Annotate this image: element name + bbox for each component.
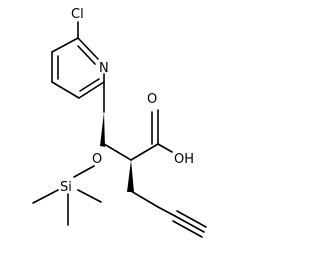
- bond-n-c2: [77, 37, 99, 60]
- chlorine-label: Cl: [71, 7, 84, 22]
- bond-c-oh: [157, 143, 173, 153]
- bond-si-methyl-right: [77, 189, 102, 203]
- carbonyl-oxygen-label: O: [147, 92, 157, 107]
- hydroxyl-label: OH: [174, 152, 194, 167]
- alkyne-triple-2: [176, 210, 207, 228]
- alkyne-triple-1: [174, 215, 205, 233]
- bond-c4-c5: [51, 81, 80, 99]
- chemical-structure: Cl N O OH O Si: [32, 7, 207, 238]
- bond-ch-calpha: [103, 143, 132, 161]
- pyridine-ring: [51, 37, 105, 99]
- bond-c5-c6: [78, 81, 105, 99]
- bond-c5-c6-inner: [79, 78, 100, 92]
- silicon-label: Si: [60, 180, 72, 195]
- bond-c2-c3: [51, 37, 79, 53]
- bond-n-c2-inner: [77, 45, 96, 65]
- bond-o-si: [73, 165, 95, 178]
- bond-ch2-alkyne: [157, 206, 176, 217]
- ether-oxygen-label: O: [92, 152, 102, 167]
- wedge-bond-calpha-ch2: [127, 160, 134, 192]
- alkyne-triple-3: [172, 220, 203, 238]
- bond-ch2-ch2: [130, 190, 159, 208]
- wedge-bond-c-o: [100, 112, 105, 147]
- bond-calpha-ccooh: [130, 143, 159, 161]
- bond-si-methyl-left: [32, 189, 59, 204]
- ring-nitrogen-label: N: [99, 61, 109, 76]
